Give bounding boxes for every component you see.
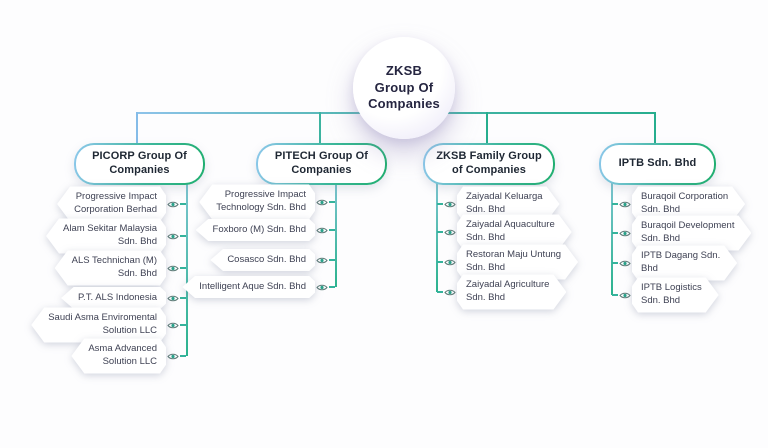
connector-tick (437, 261, 443, 263)
eye-icon (167, 233, 179, 239)
group-picorp-label: PICORP Group Of Companies (76, 145, 203, 183)
connector-drop-picorp (136, 112, 138, 143)
connector-tick (180, 324, 186, 326)
connector-tick (437, 291, 443, 293)
eye-icon (619, 292, 631, 298)
eye-icon (444, 259, 456, 265)
eye-icon (444, 289, 456, 295)
org-node: IPTB Dagang Sdn. Bhd (612, 248, 764, 278)
connector-tick (329, 286, 335, 288)
spine-iptb (611, 181, 613, 295)
connector-drop-zksb-family (486, 112, 488, 143)
org-node-label: Saudi Asma Enviromental Solution LLC (31, 307, 166, 342)
group-iptb-label: IPTB Sdn. Bhd (601, 145, 714, 183)
eye-icon (167, 295, 179, 301)
org-node-label: Zaiyadal Agriculture Sdn. Bhd (457, 274, 566, 309)
eye-icon (444, 229, 456, 235)
eye-icon (316, 199, 328, 205)
connector-tick (437, 231, 443, 233)
connector-tick (329, 259, 335, 261)
group-picorp: PICORP Group Of Companies (74, 143, 205, 185)
org-node-label: Progressive Impact Technology Sdn. Bhd (199, 184, 315, 219)
org-node-label: IPTB Logistics Sdn. Bhd (632, 277, 719, 312)
connector-tick (329, 229, 335, 231)
group-pitech: PITECH Group Of Companies (256, 143, 387, 185)
org-node: Foxboro (M) Sdn. Bhd (180, 220, 335, 240)
org-node-label: Zaiyadal Aquaculture Sdn. Bhd (457, 214, 572, 249)
org-node-label: Buraqoil Development Sdn. Bhd (632, 215, 751, 250)
connector-tick (437, 203, 443, 205)
eye-icon (167, 265, 179, 271)
org-node: Restoran Maju Untung Sdn. Bhd (437, 247, 589, 277)
org-node: Progressive Impact Technology Sdn. Bhd (180, 187, 335, 217)
org-node: Progressive Impact Corporation Berhad (27, 189, 186, 219)
org-node: Alam Sekitar Malaysia Sdn. Bhd (27, 221, 186, 251)
eye-icon (167, 201, 179, 207)
root-node: ZKSB Group Of Companies (353, 37, 455, 139)
connector-tick (612, 203, 618, 205)
org-node: Buraqoil Development Sdn. Bhd (612, 218, 764, 248)
org-node-label: IPTB Dagang Sdn. Bhd (632, 245, 737, 280)
connector-tick (180, 267, 186, 269)
eye-icon (619, 260, 631, 266)
connector-tick (612, 232, 618, 234)
org-node-label: Asma Advanced Solution LLC (71, 338, 166, 373)
org-node: IPTB Logistics Sdn. Bhd (612, 280, 764, 310)
org-node-label: Progressive Impact Corporation Berhad (57, 186, 166, 221)
org-node: Asma Advanced Solution LLC (27, 341, 186, 371)
group-zksb-family-label: ZKSB Family Group of Companies (425, 145, 553, 183)
group-iptb: IPTB Sdn. Bhd (599, 143, 716, 185)
org-node-label: Alam Sekitar Malaysia Sdn. Bhd (46, 218, 166, 253)
org-node-label: P.T. ALS Indonesia (61, 287, 166, 310)
eye-icon (316, 284, 328, 290)
org-node: P.T. ALS Indonesia (27, 288, 186, 308)
root-node-label: ZKSB Group Of Companies (368, 62, 440, 112)
org-node-label: ALS Technichan (M) Sdn. Bhd (55, 250, 166, 285)
spine-zksb-family (436, 181, 438, 292)
org-node: Zaiyadal Aquaculture Sdn. Bhd (437, 217, 589, 247)
connector-drop-iptb (654, 112, 656, 143)
connector-tick (329, 201, 335, 203)
connector-tick (180, 355, 186, 357)
eye-icon (316, 257, 328, 263)
org-node-label: Intelligent Aque Sdn. Bhd (182, 276, 315, 299)
org-node: ALS Technichan (M) Sdn. Bhd (27, 253, 186, 283)
spine-picorp (186, 181, 188, 356)
connector-tick (180, 203, 186, 205)
org-node: Saudi Asma Enviromental Solution LLC (27, 310, 186, 340)
connector-tick (612, 294, 618, 296)
eye-icon (167, 322, 179, 328)
org-node: Zaiyadal Agriculture Sdn. Bhd (437, 277, 589, 307)
connector-tick (180, 235, 186, 237)
eye-icon (444, 201, 456, 207)
connector-drop-pitech (319, 112, 321, 143)
org-node-label: Cosasco Sdn. Bhd (210, 249, 315, 272)
connector-tick (612, 262, 618, 264)
org-node: Intelligent Aque Sdn. Bhd (180, 277, 335, 297)
eye-icon (316, 227, 328, 233)
org-node-label: Foxboro (M) Sdn. Bhd (196, 219, 315, 242)
eye-icon (619, 201, 631, 207)
org-node: Cosasco Sdn. Bhd (180, 250, 335, 270)
eye-icon (167, 353, 179, 359)
spine-pitech (335, 181, 337, 287)
eye-icon (619, 230, 631, 236)
connector-tick (180, 297, 186, 299)
group-pitech-label: PITECH Group Of Companies (258, 145, 385, 183)
group-zksb-family: ZKSB Family Group of Companies (423, 143, 555, 185)
org-node-label: Restoran Maju Untung Sdn. Bhd (457, 244, 578, 279)
